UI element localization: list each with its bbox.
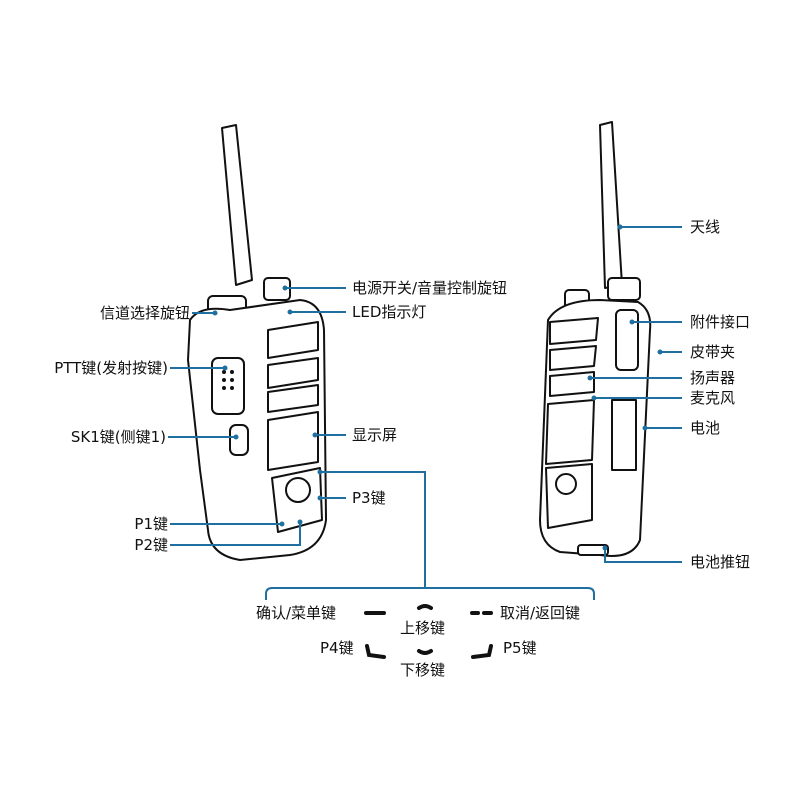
left-display bbox=[267, 411, 319, 471]
left-antenna bbox=[221, 124, 253, 286]
up-key-icon bbox=[417, 604, 433, 610]
right-battery-latch bbox=[577, 544, 609, 556]
left-radio-illustration bbox=[187, 124, 327, 561]
label-antenna: 天线 bbox=[690, 218, 721, 236]
p5-key-icon bbox=[471, 644, 493, 659]
label-p4-key: P4键 bbox=[320, 639, 354, 657]
left-body bbox=[187, 299, 327, 561]
p4-key-icon bbox=[365, 644, 386, 659]
right-battery-window bbox=[611, 399, 637, 471]
label-ok-menu-key: 确认/菜单键 bbox=[256, 604, 337, 622]
right-antenna bbox=[599, 121, 623, 289]
right-accessory-port bbox=[615, 309, 639, 371]
label-display: 显示屏 bbox=[352, 426, 398, 444]
left-sk1-button bbox=[229, 424, 249, 456]
label-belt-clip: 皮带夹 bbox=[690, 343, 736, 361]
label-p5-key: P5键 bbox=[503, 639, 537, 657]
leader-lines bbox=[168, 226, 682, 600]
label-up-key: 上移键 bbox=[400, 619, 446, 637]
right-body bbox=[539, 299, 652, 557]
left-ptt-button bbox=[211, 357, 245, 415]
left-keypad bbox=[271, 467, 323, 533]
label-cancel-back-key: 取消/返回键 bbox=[500, 604, 581, 622]
label-led: LED指示灯 bbox=[352, 303, 427, 321]
label-p2: P2键 bbox=[134, 536, 168, 554]
label-p3: P3键 bbox=[352, 489, 386, 507]
label-sk1: SK1键(侧键1) bbox=[70, 428, 166, 446]
down-key-icon bbox=[417, 649, 433, 655]
label-microphone: 麦克风 bbox=[690, 389, 736, 407]
label-ptt: PTT键(发射按键) bbox=[54, 359, 168, 377]
label-p1: P1键 bbox=[134, 515, 168, 533]
keypad-legend-icons bbox=[364, 604, 493, 659]
label-speaker: 扬声器 bbox=[690, 369, 736, 387]
label-channel-knob: 信道选择旋钮 bbox=[99, 304, 190, 322]
right-radio-illustration bbox=[539, 121, 652, 557]
label-battery-latch: 电池推钮 bbox=[690, 553, 751, 571]
label-power-volume: 电源开关/音量控制旋钮 bbox=[352, 279, 508, 297]
label-battery: 电池 bbox=[690, 419, 721, 437]
label-down-key: 下移键 bbox=[400, 661, 446, 679]
label-accessory-port: 附件接口 bbox=[690, 313, 751, 331]
